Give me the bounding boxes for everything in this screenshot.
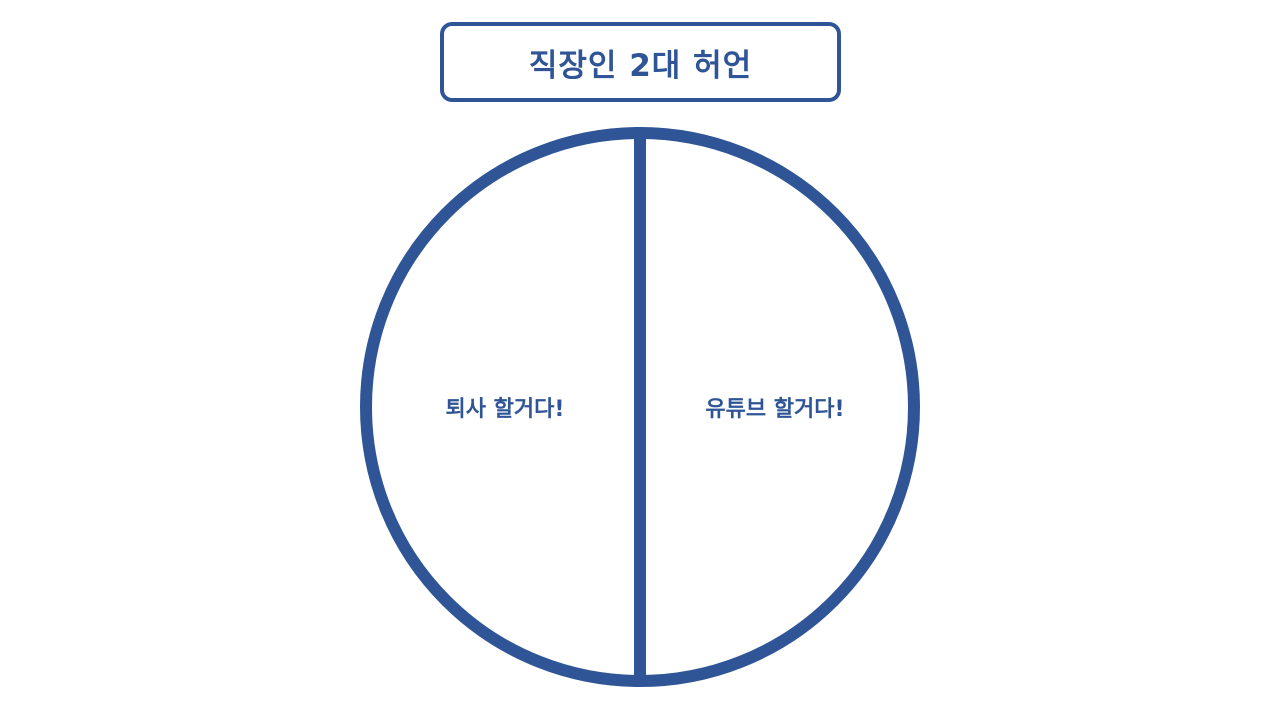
right-half-label: 유튜브 할거다! bbox=[705, 397, 844, 422]
page-title: 직장인 2대 허언 bbox=[528, 47, 753, 84]
title-box: 직장인 2대 허언 bbox=[440, 22, 841, 102]
left-half-label: 퇴사 할거다! bbox=[446, 397, 565, 422]
